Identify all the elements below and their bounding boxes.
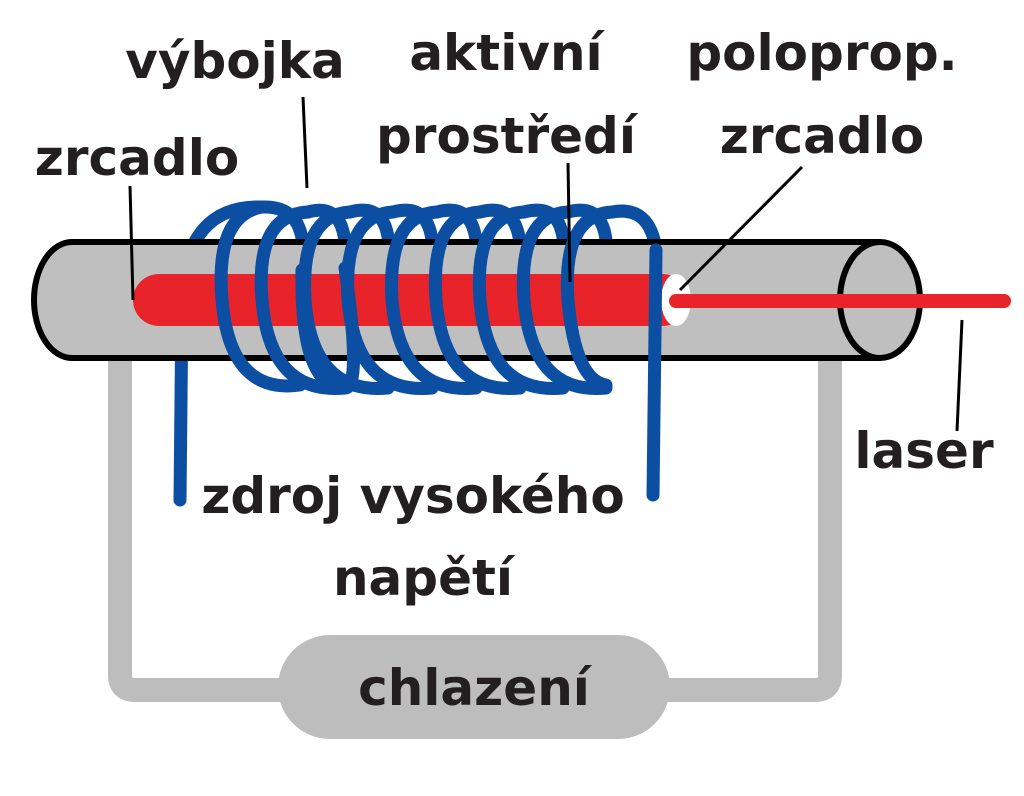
leader-laser bbox=[955, 319, 964, 432]
leader-discharge-tube bbox=[301, 96, 309, 189]
label-partial-mirror-line2: zrcadlo bbox=[720, 107, 924, 165]
leader-mirror bbox=[128, 185, 135, 301]
leader-active-medium bbox=[566, 162, 572, 283]
label-cooling: chlazení bbox=[358, 659, 593, 717]
leader-partial-mirror bbox=[678, 165, 804, 292]
label-discharge-tube: výbojka bbox=[125, 32, 344, 90]
coil-front bbox=[214, 200, 663, 502]
label-active-medium-line1: aktivní bbox=[409, 24, 605, 82]
leader-lines bbox=[128, 96, 964, 432]
label-mirror: zrcadlo bbox=[35, 129, 239, 187]
label-hv-source-line1: zdroj vysokého bbox=[201, 467, 625, 525]
label-active-medium-line2: prostředí bbox=[376, 107, 639, 165]
label-hv-source-line2: napětí bbox=[333, 549, 516, 607]
label-laser: laser bbox=[854, 422, 994, 480]
label-partial-mirror-line1: poloprop. bbox=[686, 24, 957, 82]
cooling-unit bbox=[278, 635, 670, 739]
active-medium-rod bbox=[133, 274, 688, 326]
